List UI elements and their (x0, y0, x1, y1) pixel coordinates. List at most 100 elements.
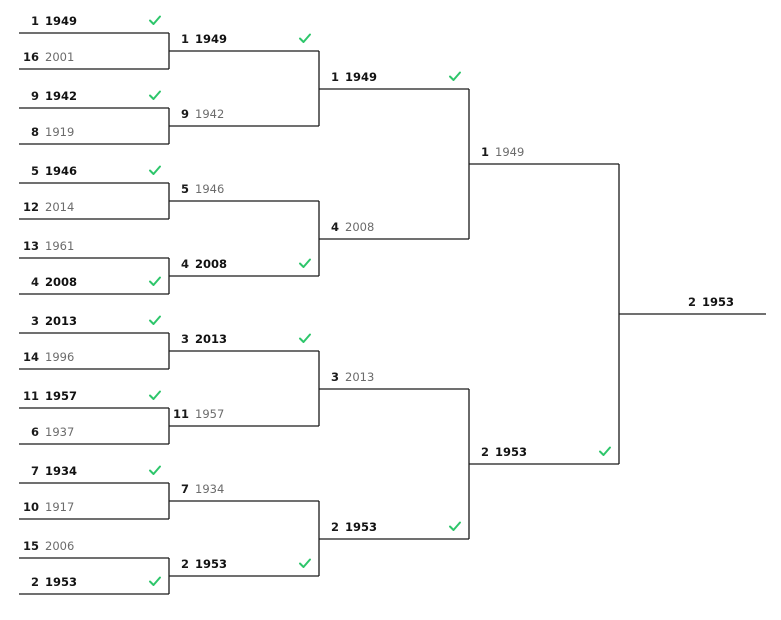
team-name: 2013 (345, 370, 375, 384)
team-name: 1953 (702, 295, 735, 309)
team-name: 2013 (45, 314, 78, 328)
check-icon (149, 165, 161, 175)
team-seed: 8 (30, 125, 39, 139)
team-seed: 3 (180, 332, 189, 346)
team-name: 1949 (495, 145, 525, 159)
check-icon (299, 258, 311, 268)
check-icon (149, 390, 161, 400)
team-seed: 2 (30, 575, 39, 589)
team-name: 1949 (345, 70, 378, 84)
team-name: 1957 (45, 389, 78, 403)
check-icon (149, 315, 161, 325)
team-name: 1957 (195, 407, 225, 421)
team-seed: 5 (180, 182, 189, 196)
team-seed: 15 (22, 539, 39, 553)
team-name: 1946 (45, 164, 78, 178)
team-seed: 9 (30, 89, 39, 103)
team-seed: 14 (22, 350, 39, 364)
bracket-team: 3 2013 (169, 331, 227, 347)
team-seed: 6 (30, 425, 39, 439)
team-name: 1934 (45, 464, 78, 478)
bracket-team: 4 2008 (319, 219, 374, 235)
check-icon (449, 521, 461, 531)
check-icon (449, 71, 461, 81)
team-seed: 3 (30, 314, 39, 328)
team-seed: 4 (330, 220, 339, 234)
bracket-team: 9 1942 (169, 106, 224, 122)
check-icon (149, 90, 161, 100)
check-icon (149, 465, 161, 475)
team-seed: 13 (22, 239, 39, 253)
bracket-team: 7 1934 (169, 481, 224, 497)
bracket-team: 2 1953 (19, 574, 77, 590)
bracket-team: 13 1961 (19, 238, 74, 254)
team-name: 2001 (45, 50, 75, 64)
bracket-team: 16 2001 (19, 49, 74, 65)
team-seed: 11 (172, 407, 189, 421)
team-name: 2014 (45, 200, 75, 214)
check-icon (149, 276, 161, 286)
team-seed: 2 (480, 445, 489, 459)
team-seed: 16 (22, 50, 39, 64)
check-icon (149, 576, 161, 586)
team-name: 1934 (195, 482, 225, 496)
team-seed: 2 (180, 557, 189, 571)
team-name: 1942 (45, 89, 78, 103)
team-name: 2008 (345, 220, 375, 234)
team-name: 1953 (45, 575, 78, 589)
team-name: 1949 (195, 32, 228, 46)
bracket-team: 5 1946 (169, 181, 224, 197)
team-name: 1937 (45, 425, 75, 439)
team-seed: 2 (330, 520, 339, 534)
team-seed: 4 (180, 257, 189, 271)
team-name: 1949 (45, 14, 78, 28)
team-name: 2008 (195, 257, 228, 271)
bracket-team: 1 1949 (19, 13, 77, 29)
bracket-team: 6 1937 (19, 424, 74, 440)
team-seed: 2 (687, 295, 696, 309)
team-seed: 3 (330, 370, 339, 384)
bracket-team: 2 1953 (469, 444, 527, 460)
bracket-team: 11 1957 (19, 388, 77, 404)
bracket-team: 5 1946 (19, 163, 77, 179)
team-seed: 1 (180, 32, 189, 46)
check-icon (599, 446, 611, 456)
bracket-team: 3 2013 (19, 313, 77, 329)
team-seed: 11 (22, 389, 39, 403)
bracket-team: 9 1942 (19, 88, 77, 104)
team-name: 1953 (495, 445, 528, 459)
bracket-team: 1 1949 (169, 31, 227, 47)
team-seed: 10 (22, 500, 39, 514)
bracket-team: 7 1934 (19, 463, 77, 479)
team-seed: 7 (180, 482, 189, 496)
bracket-team: 4 2008 (169, 256, 227, 272)
team-seed: 4 (30, 275, 39, 289)
team-name: 1953 (345, 520, 378, 534)
check-icon (299, 333, 311, 343)
team-seed: 9 (180, 107, 189, 121)
bracket-team: 2 1953 (676, 294, 734, 310)
bracket-team: 2 1953 (319, 519, 377, 535)
team-seed: 5 (30, 164, 39, 178)
team-name: 1919 (45, 125, 75, 139)
bracket-team: 3 2013 (319, 369, 374, 385)
team-seed: 7 (30, 464, 39, 478)
team-name: 1946 (195, 182, 225, 196)
team-name: 2013 (195, 332, 228, 346)
team-name: 2008 (45, 275, 78, 289)
team-name: 1942 (195, 107, 225, 121)
bracket-team: 1 1949 (319, 69, 377, 85)
team-seed: 12 (22, 200, 39, 214)
bracket-team: 14 1996 (19, 349, 74, 365)
team-seed: 1 (330, 70, 339, 84)
team-seed: 1 (30, 14, 39, 28)
team-name: 1996 (45, 350, 75, 364)
team-name: 1961 (45, 239, 75, 253)
bracket-team: 12 2014 (19, 199, 74, 215)
check-icon (299, 558, 311, 568)
